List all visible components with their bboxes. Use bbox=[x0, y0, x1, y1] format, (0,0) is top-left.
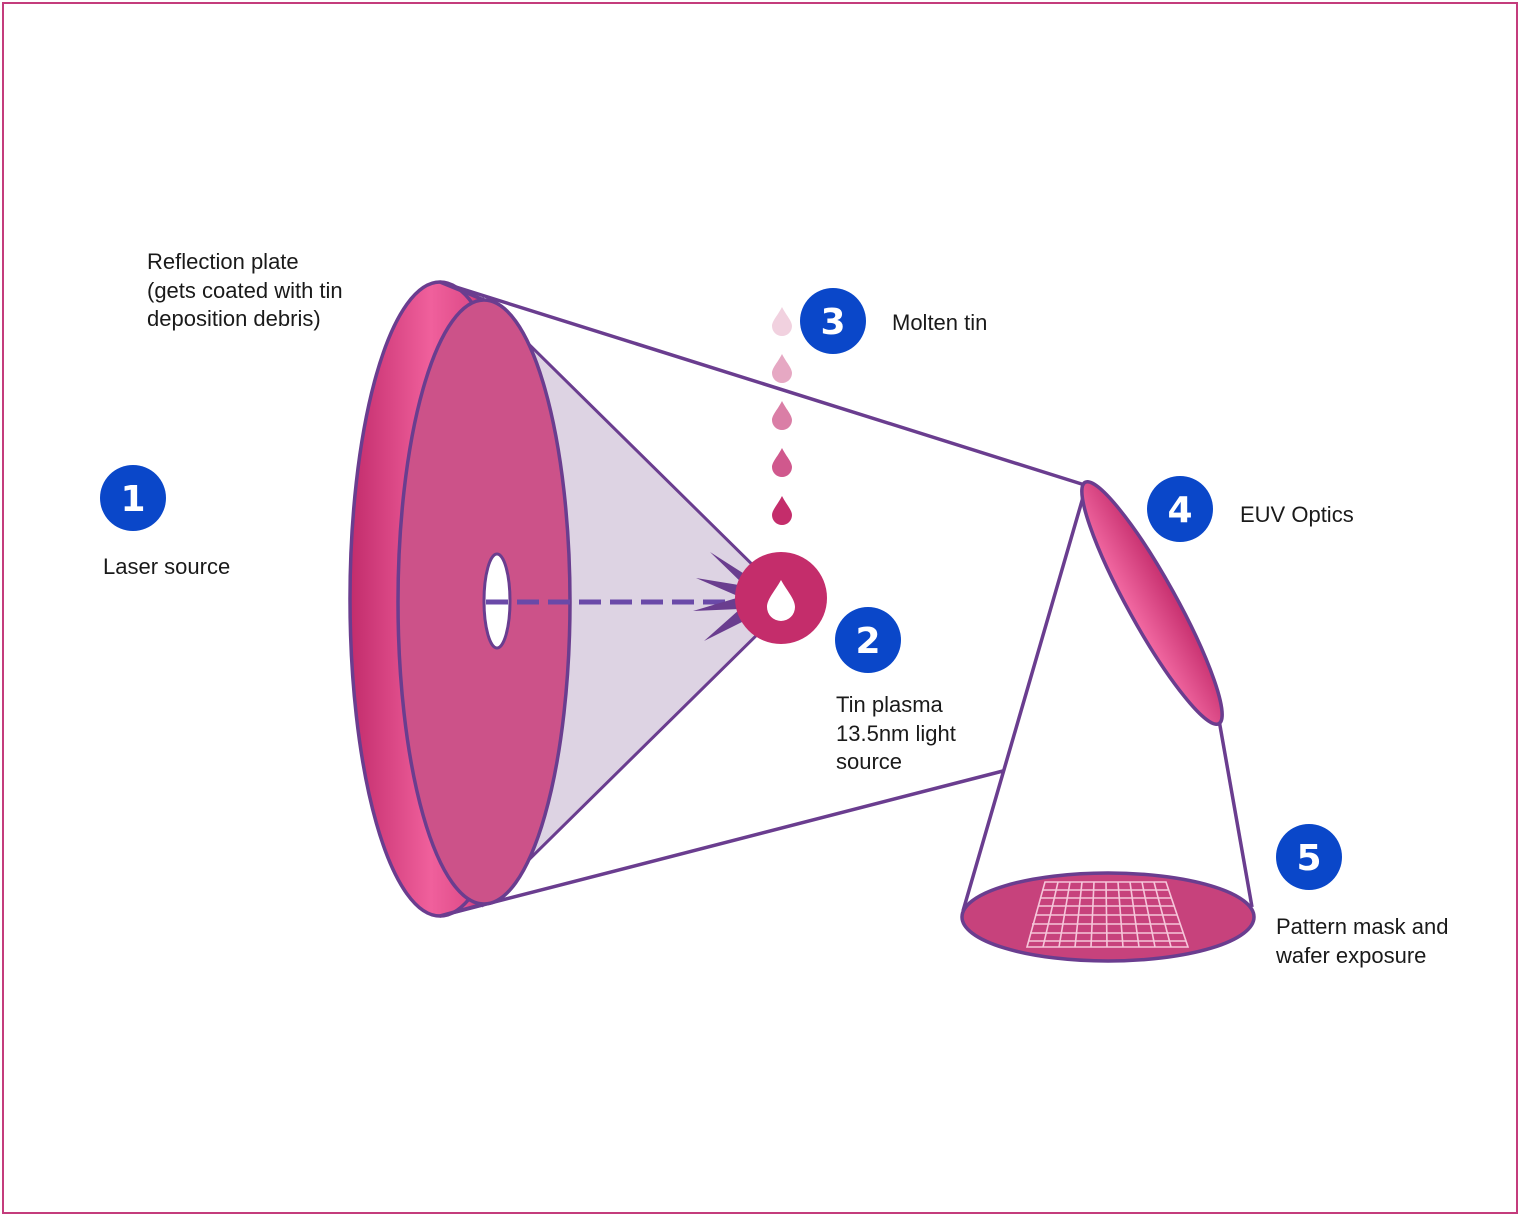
molten-tin-droplets bbox=[772, 307, 792, 525]
svg-text:4: 4 bbox=[1167, 490, 1192, 531]
svg-text:2: 2 bbox=[855, 621, 880, 662]
tin-plasma-label: Tin plasma 13.5nm light source bbox=[836, 692, 956, 774]
svg-text:1: 1 bbox=[120, 479, 145, 520]
droplet-2-icon bbox=[772, 354, 792, 383]
badge-1: 1 bbox=[100, 465, 166, 531]
plasma-burst bbox=[693, 552, 752, 641]
beam-line-upper bbox=[439, 280, 1089, 488]
molten-tin-label: Molten tin bbox=[892, 310, 988, 335]
pattern-mask-label: Pattern mask and wafer exposure bbox=[1276, 914, 1449, 968]
badge-2: 2 bbox=[835, 607, 901, 673]
wafer bbox=[960, 871, 1256, 963]
badge-4: 4 bbox=[1147, 476, 1213, 542]
badge-3: 3 bbox=[800, 288, 866, 354]
droplet-3-icon bbox=[772, 401, 792, 430]
droplet-5-icon bbox=[772, 496, 792, 525]
svg-text:5: 5 bbox=[1296, 838, 1321, 879]
tin-droplet-icon bbox=[767, 580, 795, 621]
badge-5: 5 bbox=[1276, 824, 1342, 890]
droplet-1-icon bbox=[772, 307, 792, 336]
euv-optics-label: EUV Optics bbox=[1240, 502, 1354, 527]
laser-source-label: Laser source bbox=[103, 554, 231, 579]
reflection-plate-label: Reflection plate (gets coated with tin d… bbox=[147, 249, 343, 331]
pattern-mask-grid bbox=[1025, 881, 1190, 948]
beam-line-lower bbox=[439, 769, 1004, 918]
svg-text:3: 3 bbox=[820, 302, 845, 343]
droplet-4-icon bbox=[772, 448, 792, 477]
reflection-plate bbox=[348, 280, 572, 918]
exposure-cone bbox=[961, 486, 1254, 912]
euv-optics-mirror bbox=[1080, 479, 1224, 727]
